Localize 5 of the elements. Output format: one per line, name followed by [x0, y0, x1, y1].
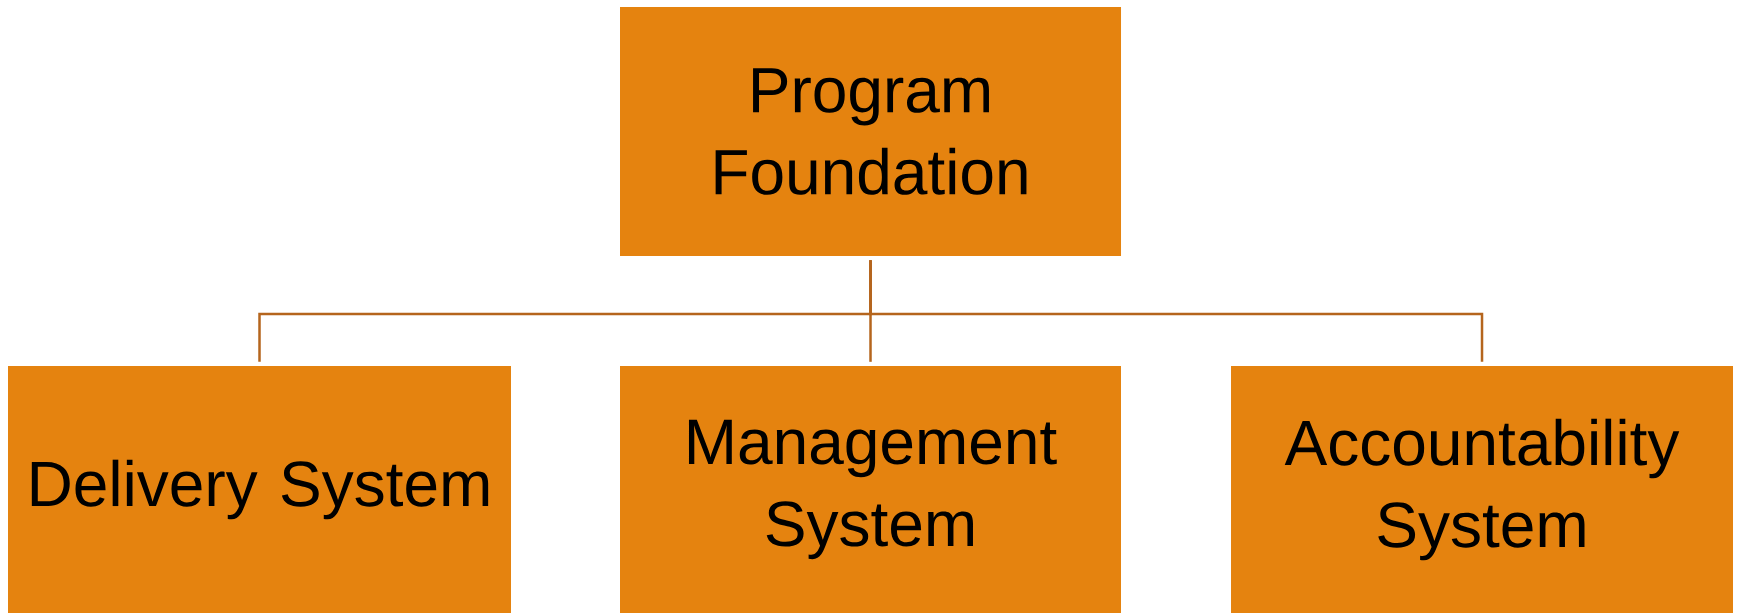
process-box: Program Foundation: [620, 7, 1121, 256]
connector-line: [869, 260, 1484, 362]
process-box: Accountability System: [1231, 366, 1733, 613]
process-box: Delivery System: [8, 366, 511, 613]
process-box: Management System: [620, 366, 1121, 613]
